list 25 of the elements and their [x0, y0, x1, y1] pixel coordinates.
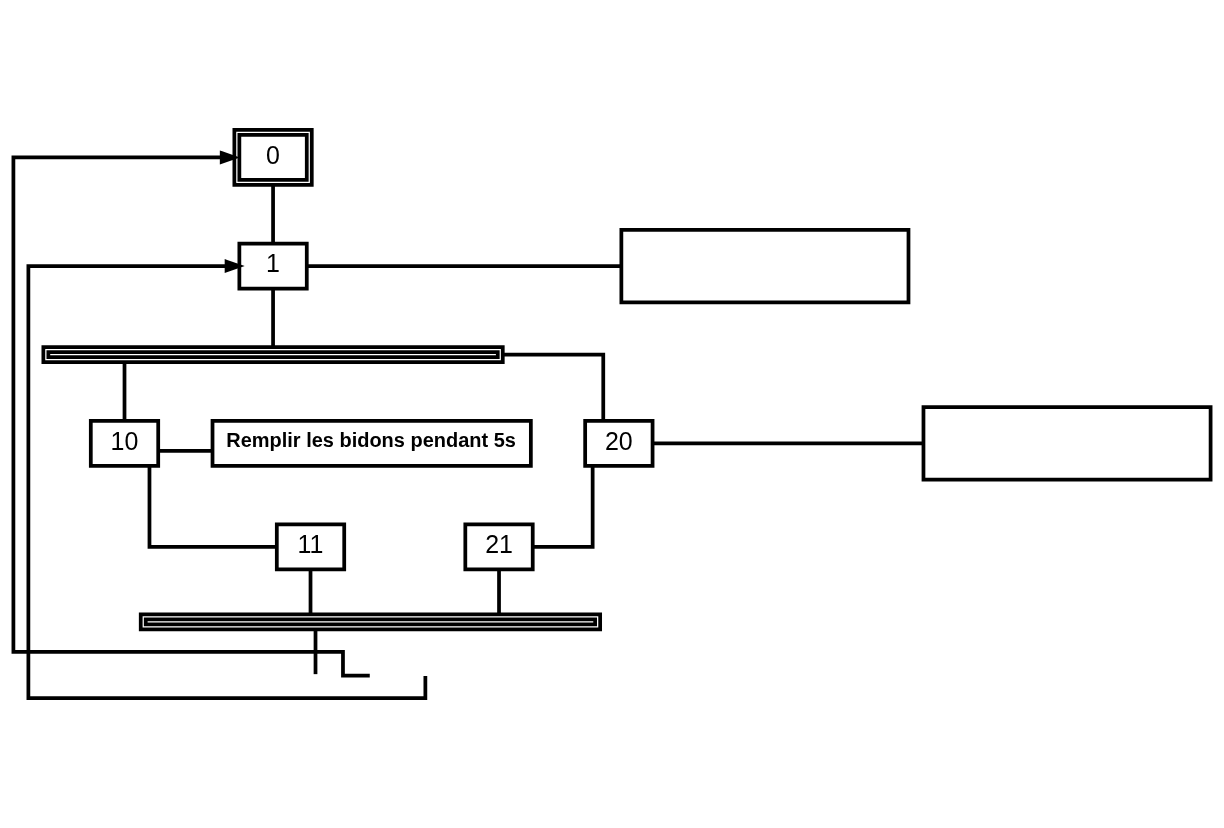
connector [147, 465, 277, 549]
node-box: 20 [583, 419, 655, 468]
connector [502, 352, 606, 421]
arrow [11, 150, 370, 678]
node-box: 10 [88, 419, 161, 468]
connector [652, 441, 924, 446]
connector [271, 288, 275, 347]
node-box [619, 228, 911, 305]
node-bar [138, 612, 602, 632]
connector [532, 465, 595, 549]
node-bar [41, 345, 505, 365]
connector [497, 569, 501, 615]
connector [308, 569, 313, 615]
node-box: 0 [232, 128, 314, 187]
arrow [26, 259, 428, 700]
node-box: 11 [274, 522, 347, 572]
connector [158, 448, 213, 453]
node-box: Remplir les bidons pendant 5s [210, 419, 533, 468]
connector [313, 629, 318, 675]
connector [271, 185, 275, 244]
node-box: 1 [237, 241, 309, 291]
node-box [921, 405, 1213, 482]
connector [122, 362, 127, 421]
node-box: 21 [463, 522, 535, 572]
connector [306, 264, 622, 268]
